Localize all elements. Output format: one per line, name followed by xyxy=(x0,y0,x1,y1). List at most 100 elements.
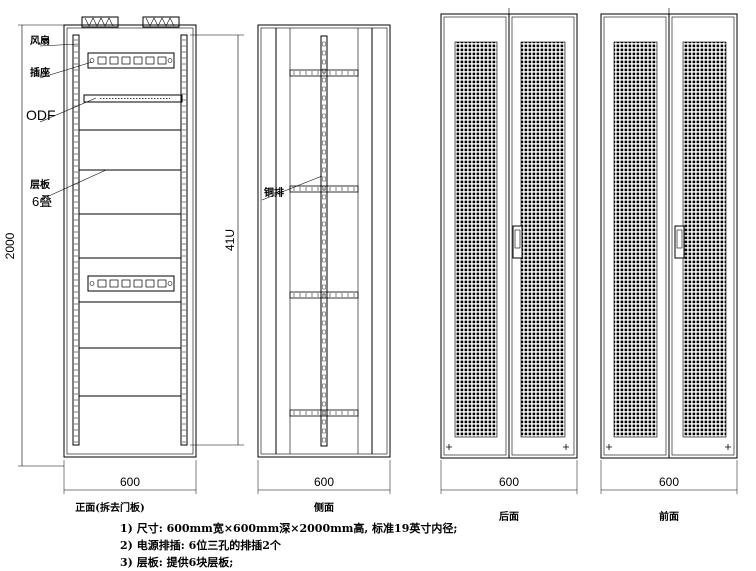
back-handle-grip xyxy=(514,229,521,249)
fan-left xyxy=(81,16,119,28)
copper-bar-hole xyxy=(322,365,326,371)
power-strip-bottom xyxy=(87,275,175,292)
copper-bar-hole xyxy=(322,50,326,56)
copper-bar-hole xyxy=(322,257,326,263)
side-frame xyxy=(257,24,391,458)
side-rail xyxy=(289,69,359,77)
copper-bar-hole xyxy=(322,203,326,209)
socket-outlet xyxy=(109,279,119,288)
back-view xyxy=(440,8,578,494)
copper-bar-hole xyxy=(322,167,326,173)
copper-bar-hole xyxy=(322,338,326,344)
copper-bar-hole xyxy=(322,230,326,236)
strip-screw xyxy=(89,281,95,286)
front-door-handle-grip xyxy=(676,229,683,249)
side-rail xyxy=(289,409,359,417)
copper-bar-hole xyxy=(322,122,326,128)
odf-panel xyxy=(83,94,183,103)
copper-bar-hole xyxy=(322,239,326,245)
copper-bar-hole xyxy=(322,284,326,290)
shelf-label: 层板 xyxy=(30,178,51,191)
front-perforation-right xyxy=(682,41,727,438)
copper-bar-hole xyxy=(322,149,326,155)
front-rail-right xyxy=(180,34,188,446)
odf-leader xyxy=(39,97,97,123)
socket-outlet xyxy=(133,56,143,65)
copper-bar-hole xyxy=(322,428,326,434)
shelf-count-label: 6叠 xyxy=(32,194,52,209)
odf-label: ODF xyxy=(26,107,56,123)
front-view xyxy=(18,16,244,494)
front-door-view-title: 前面 xyxy=(659,510,679,523)
side-rails xyxy=(289,69,359,417)
copper-bar-hole xyxy=(322,383,326,389)
copper-bar-hole xyxy=(322,77,326,83)
front-frame xyxy=(63,24,197,458)
socket-outlets xyxy=(89,56,173,288)
side-view xyxy=(257,24,391,494)
copper-bar-hole xyxy=(322,194,326,200)
fan-leader xyxy=(39,43,79,47)
socket-outlet xyxy=(145,56,155,65)
strip-screw xyxy=(89,58,95,63)
copper-bar-hole xyxy=(322,347,326,353)
copper-bar-hole xyxy=(322,158,326,164)
side-frame-inner xyxy=(260,27,388,455)
socket-outlet xyxy=(145,279,155,288)
height-dimension: 2000 xyxy=(3,232,17,259)
socket-outlet xyxy=(157,279,167,288)
power-strip-top xyxy=(87,52,175,69)
copper-bar-hole xyxy=(322,86,326,92)
copper-bar-hole xyxy=(322,266,326,272)
note-power-strip: 2) 电源排插: 6位三孔的排插2个 xyxy=(120,539,281,552)
copper-bar-hole xyxy=(322,221,326,227)
copper-bar-hole xyxy=(322,392,326,398)
rack-units-dimension: 41U xyxy=(223,229,237,251)
socket-outlet xyxy=(157,56,167,65)
copper-bar-hole xyxy=(322,320,326,326)
copper-bar-hole xyxy=(322,419,326,425)
copper-bar-hole xyxy=(322,113,326,119)
socket-outlet xyxy=(121,279,131,288)
back-width-dimension: 600 xyxy=(499,475,519,489)
side-width-dimension: 600 xyxy=(314,475,334,489)
front-frame-inner xyxy=(66,27,194,455)
copper-bar-label: 铜排 xyxy=(264,186,284,199)
copper-bar-hole xyxy=(322,41,326,47)
copper-bar-hole xyxy=(322,374,326,380)
strip-screw xyxy=(167,281,173,286)
copper-bar-hole xyxy=(322,401,326,407)
socket-outlet xyxy=(109,56,119,65)
side-view-title: 侧面 xyxy=(314,501,334,514)
fan-right xyxy=(142,16,180,28)
socket-outlet xyxy=(121,56,131,65)
note-size: 1) 尺寸: 600mm宽×600mm深×2000mm高, 标准19英寸内径; xyxy=(120,522,458,535)
strip-screw xyxy=(167,58,173,63)
front-door-view xyxy=(600,8,738,494)
fan-grille xyxy=(84,17,175,27)
front-door-width-dimension: 600 xyxy=(659,475,679,489)
front-shelves xyxy=(79,129,181,397)
copper-bar-hole xyxy=(322,59,326,65)
socket-outlet xyxy=(97,279,107,288)
front-door-left xyxy=(603,16,667,456)
copper-bar-hole xyxy=(322,95,326,101)
front-width-dimension: 600 xyxy=(120,475,140,489)
copper-bar-hole xyxy=(322,212,326,218)
socket-label: 插座 xyxy=(30,66,50,79)
copper-bar-hole xyxy=(322,437,326,443)
front-rail-left xyxy=(72,34,80,446)
shelf-leader xyxy=(39,169,107,201)
front-rail-holes xyxy=(74,39,186,443)
back-perforation-right xyxy=(520,41,566,438)
back-door-right xyxy=(511,16,575,456)
copper-bar-hole xyxy=(322,275,326,281)
copper-bar-leader xyxy=(261,175,323,201)
back-perforation-left xyxy=(454,41,498,438)
copper-bar-hole xyxy=(322,176,326,182)
front-door-right xyxy=(671,16,735,456)
copper-bar-hole xyxy=(322,131,326,137)
copper-bar-hole xyxy=(322,311,326,317)
copper-bar-hole xyxy=(322,302,326,308)
